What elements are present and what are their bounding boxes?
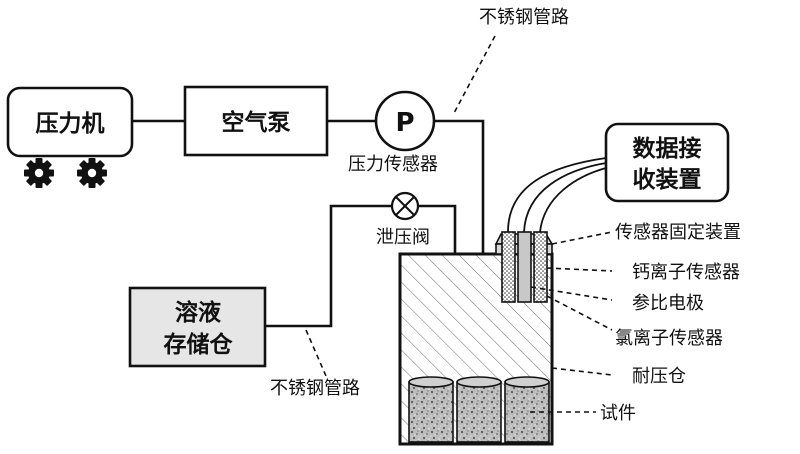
calcium-sensor-probe [501,231,516,303]
sensor-mount-label: 传感器固定装置 [615,222,741,243]
compressor-box [6,86,134,158]
pressure-gauge: P 压力传感器 [348,90,438,175]
specimens [408,376,550,443]
leader-pressure-chamber [551,367,613,376]
pipe-top-label: 不锈钢管路 [479,7,569,28]
pressure-gauge-symbol: P [395,108,414,138]
reference-electrode-label: 参比电极 [632,293,704,314]
pressure-chamber-label: 耐压仓 [632,366,686,387]
data-receiver-label-line2: 收装置 [633,166,702,193]
solution-tank-box [128,286,267,368]
solution-tank-label-line2: 存储仓 [164,331,234,358]
air-pump-box [183,85,329,157]
calcium-sensor-label: 钙离子传感器 [632,262,740,283]
callout-leaders [530,231,613,413]
relief-valve-label: 泄压阀 [376,227,430,248]
specimen-label: 试件 [600,403,636,424]
pipe-valve-to-chamber [418,204,457,254]
pressure-gauge-circle [374,90,436,152]
specimen-cylinder [408,376,454,443]
data-receiver-label-line1: 数据接 [633,136,702,162]
specimen-cylinder [456,376,502,443]
sensor-cables [507,157,607,233]
pipe-bottom-leader [305,329,327,377]
leader-calcium-sensor [546,267,613,272]
leader-sensor-mount [551,231,613,245]
solution-tank: 溶液 存储仓 [128,286,267,368]
gear-icon [24,158,54,188]
valve-cross-icon [395,196,415,216]
air-pump: 空气泵 [183,85,329,157]
pipe-bottom-label: 不锈钢管路 [270,378,360,399]
pipes [132,119,485,328]
specimen-cylinder [504,376,550,443]
chloride-sensor-probe [533,231,548,303]
pipe-top-leader [452,35,496,116]
compressor: 压力机 [6,86,134,188]
pressure-sensor-label: 压力传感器 [348,154,438,175]
gear-icon [77,158,107,188]
compressor-label: 压力机 [36,111,105,137]
pressure-chamber [398,231,554,446]
data-receiver: 数据接 收装置 [604,122,730,203]
reference-electrode-probe [517,231,532,303]
chloride-sensor-label: 氯离子传感器 [615,328,723,349]
relief-valve: 泄压阀 [376,191,430,248]
pipe-sensor-to-chamber [434,119,485,254]
leader-chloride-sensor [546,295,613,331]
leader-reference-electrode [530,286,613,301]
air-pump-label: 空气泵 [222,109,291,136]
pipe-tank-to-valve [265,204,392,328]
solution-tank-label-line1: 溶液 [175,299,221,326]
probes [501,231,548,303]
data-receiver-box [604,122,730,203]
